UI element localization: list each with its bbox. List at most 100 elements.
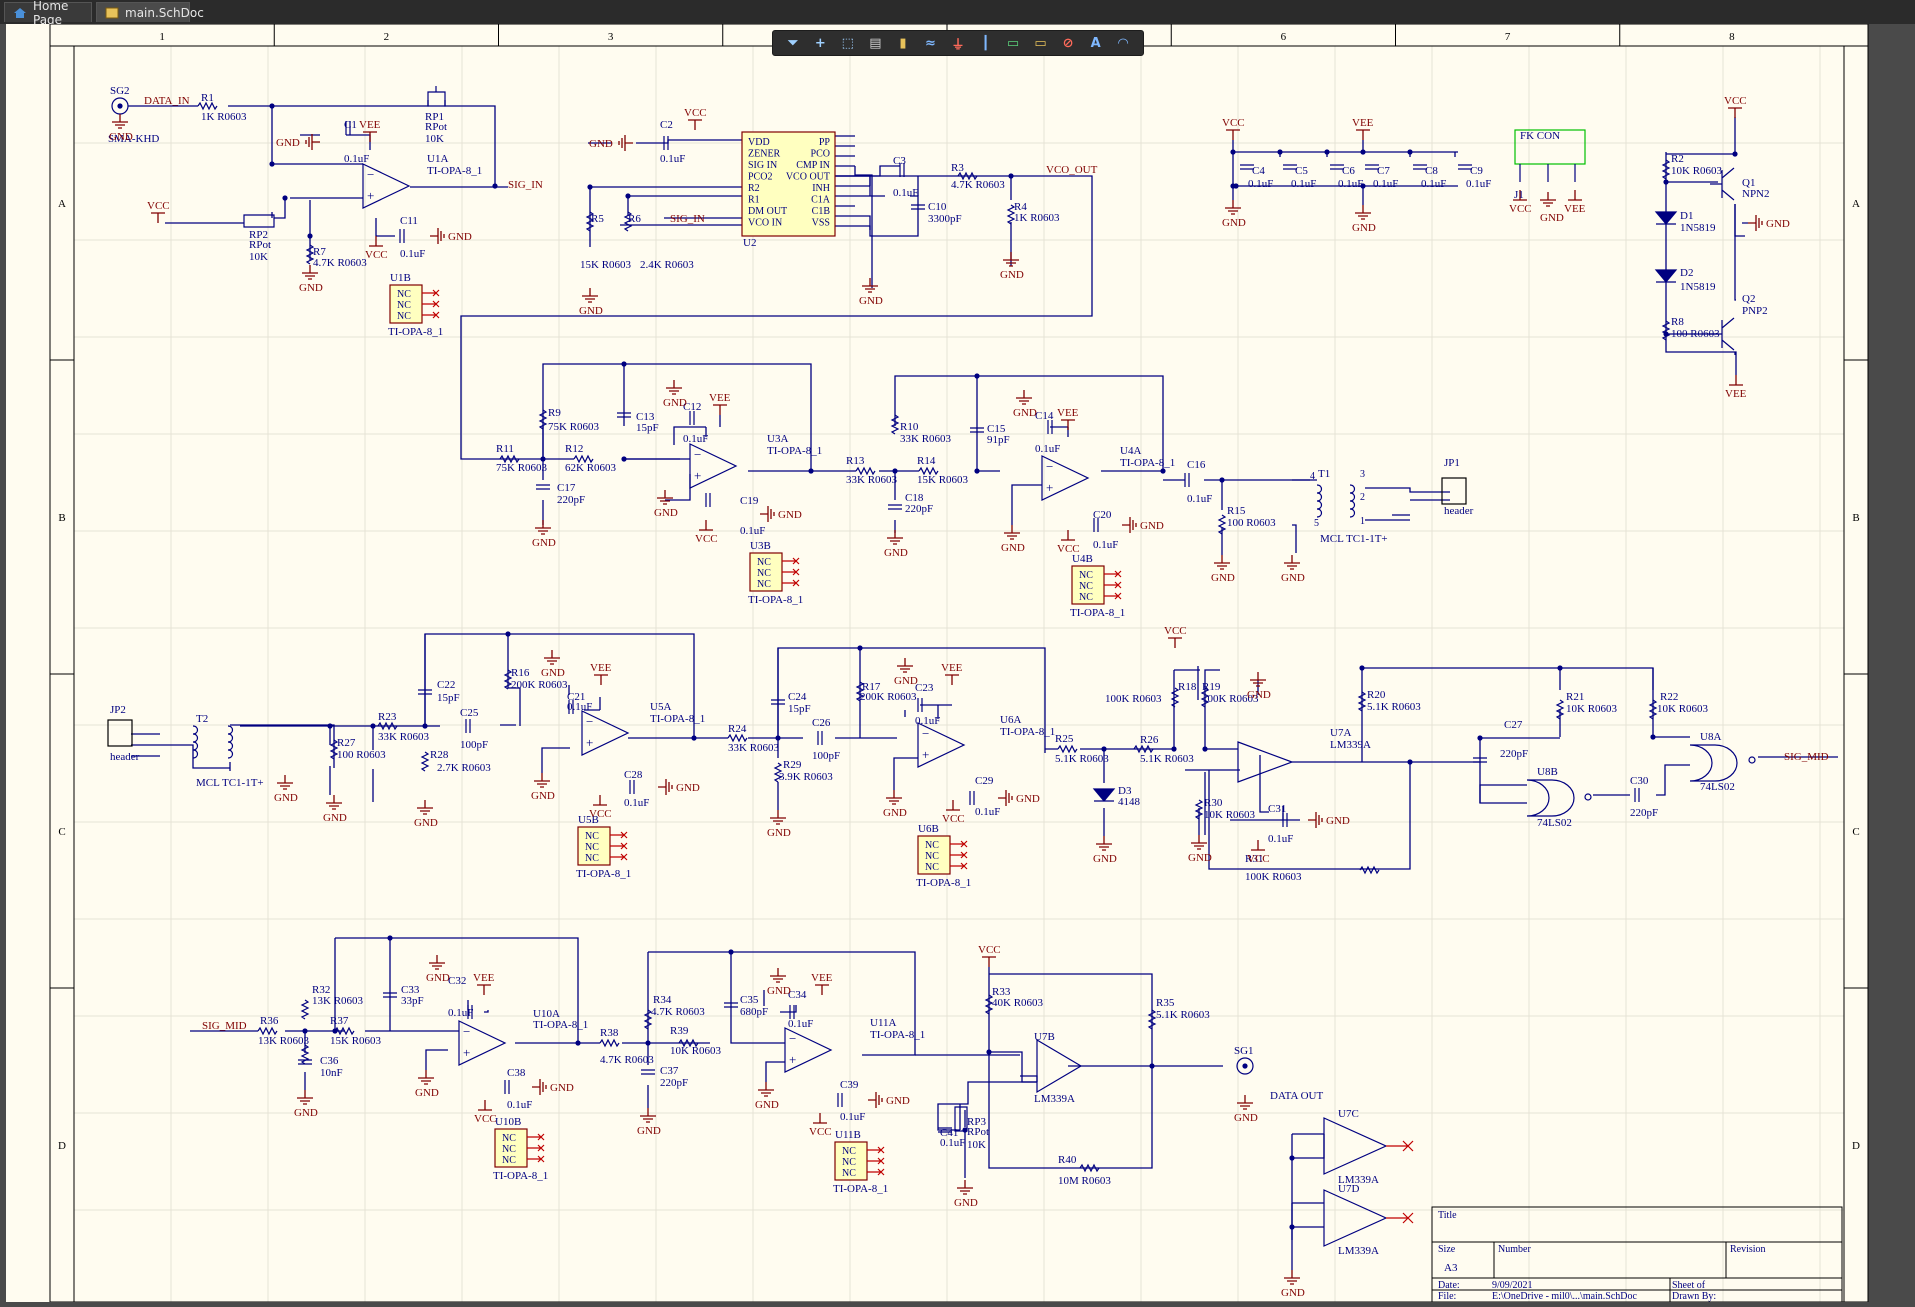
resistor[interactable]: [305, 244, 315, 265]
ground-symbol[interactable]: [1096, 836, 1112, 851]
nc-part-box[interactable]: [577, 826, 611, 866]
capacitor[interactable]: [1240, 164, 1254, 170]
vcc-power-port[interactable]: [369, 236, 383, 247]
capacitor[interactable]: [1184, 473, 1190, 487]
transformer-coil[interactable]: [192, 725, 199, 759]
resistor[interactable]: [678, 1038, 699, 1048]
resistor[interactable]: [773, 762, 783, 783]
port-icon[interactable]: ▭: [1034, 35, 1047, 51]
capacitor[interactable]: [970, 427, 984, 433]
ground-symbol[interactable]: [1355, 205, 1371, 220]
diode-symbol[interactable]: [1654, 269, 1678, 283]
vee-power-port[interactable]: [1061, 419, 1075, 430]
ground-symbol[interactable]: [886, 790, 902, 805]
resistor[interactable]: [197, 101, 218, 111]
ground-symbol[interactable]: [418, 1070, 434, 1085]
ground-symbol[interactable]: [1284, 1270, 1300, 1285]
vcc-power-port[interactable]: [1061, 530, 1075, 541]
resistor[interactable]: [1648, 699, 1658, 720]
ground-symbol[interactable]: [429, 955, 445, 970]
transformer-coil[interactable]: [1349, 484, 1356, 518]
cross-probe-icon[interactable]: +: [814, 35, 826, 51]
bus-icon[interactable]: ┃: [981, 35, 990, 51]
opamp-symbol[interactable]: [689, 443, 738, 489]
vcc-power-port[interactable]: [1251, 840, 1265, 851]
ground-symbol[interactable]: [770, 968, 786, 983]
header-jp2[interactable]: [107, 719, 133, 747]
ground-symbol[interactable]: [1016, 390, 1032, 405]
ground-symbol[interactable]: [1225, 200, 1241, 215]
ground-symbol[interactable]: [640, 1108, 656, 1123]
capacitor[interactable]: [418, 689, 432, 695]
resistor[interactable]: [1217, 514, 1227, 535]
resistor[interactable]: [1661, 159, 1671, 180]
vcc-power-port[interactable]: [813, 1113, 827, 1124]
ground-symbol[interactable]: [534, 773, 550, 788]
ground-symbol[interactable]: [535, 520, 551, 535]
nor-gate-u8a[interactable]: [1689, 744, 1738, 782]
ground-symbol[interactable]: [998, 790, 1013, 806]
comparator-u7c[interactable]: [1323, 1117, 1388, 1175]
resistor[interactable]: [984, 994, 994, 1015]
select-rect-icon[interactable]: ⬚: [841, 35, 854, 51]
ground-symbol[interactable]: [1748, 215, 1763, 231]
capacitor[interactable]: [911, 204, 925, 210]
ground-symbol[interactable]: [305, 134, 320, 150]
align-icon[interactable]: ▤: [869, 35, 882, 51]
resistor[interactable]: [585, 211, 595, 232]
capacitor[interactable]: [1458, 164, 1472, 170]
ground-symbol[interactable]: [887, 530, 903, 545]
ground-symbol[interactable]: [666, 380, 682, 395]
ground-symbol[interactable]: [868, 1092, 883, 1108]
ground-symbol[interactable]: [417, 800, 433, 815]
resistor[interactable]: [573, 454, 594, 464]
resistor[interactable]: [890, 414, 900, 435]
resistor[interactable]: [377, 721, 398, 731]
capacitor[interactable]: [568, 700, 574, 714]
resistor[interactable]: [1200, 687, 1210, 708]
opamp-symbol[interactable]: [362, 163, 411, 209]
ground-symbol[interactable]: [618, 135, 633, 151]
header-jp1[interactable]: [1441, 477, 1467, 505]
resistor[interactable]: [420, 751, 430, 772]
sma-connector-symbol[interactable]: [1236, 1057, 1254, 1075]
ground-symbol[interactable]: [897, 658, 913, 673]
vcc-power-port[interactable]: [1728, 107, 1742, 118]
comparator-u7a[interactable]: [1237, 741, 1294, 783]
resistor[interactable]: [1133, 744, 1154, 754]
resistor[interactable]: [334, 1026, 355, 1036]
resistor[interactable]: [1006, 204, 1016, 225]
vee-power-port[interactable]: [477, 984, 491, 995]
comparator-u7b[interactable]: [1036, 1038, 1083, 1094]
nc-part-box[interactable]: [389, 284, 423, 324]
capacitor[interactable]: [817, 731, 823, 745]
resistor[interactable]: [1057, 744, 1078, 754]
ground-symbol[interactable]: [532, 1079, 547, 1095]
arc-icon[interactable]: ◠: [1118, 35, 1129, 51]
resistor[interactable]: [1359, 865, 1380, 875]
opamp-symbol[interactable]: [784, 1027, 833, 1073]
text-icon[interactable]: A: [1090, 35, 1101, 51]
vcc-power-port[interactable]: [688, 119, 702, 130]
nc-part-box[interactable]: [1071, 565, 1105, 605]
resistor[interactable]: [855, 466, 876, 476]
capacitor[interactable]: [1282, 813, 1288, 827]
resistor[interactable]: [1661, 320, 1671, 341]
potentiometer-rp2[interactable]: [243, 214, 275, 228]
opamp-symbol[interactable]: [458, 1020, 507, 1066]
ground-symbol[interactable]: [1191, 835, 1207, 850]
vcc-power-port[interactable]: [1168, 637, 1182, 648]
capacitor[interactable]: [1413, 164, 1427, 170]
vee-power-port[interactable]: [1356, 129, 1370, 140]
resistor[interactable]: [503, 669, 513, 690]
capacitor[interactable]: [1473, 757, 1487, 763]
resistor[interactable]: [727, 733, 748, 743]
ground-symbol[interactable]: [1237, 1095, 1253, 1110]
nc-part-box[interactable]: [917, 835, 951, 875]
ground-symbol[interactable]: [862, 278, 878, 293]
capacitor[interactable]: [617, 412, 631, 418]
resistor[interactable]: [538, 409, 548, 430]
resistor[interactable]: [599, 1038, 620, 1048]
resistor[interactable]: [918, 466, 939, 476]
